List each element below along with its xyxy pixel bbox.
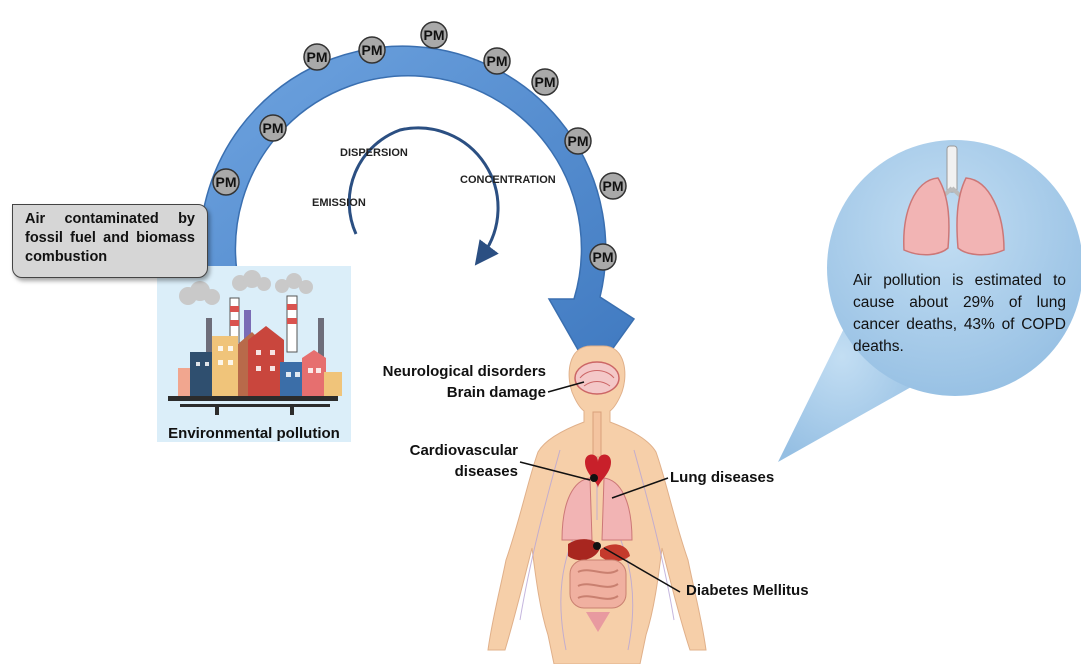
lung-statistic-text: Air pollution is estimated to cause abou…: [853, 272, 1066, 355]
neuro-label-line1: Neurological disorders: [383, 363, 546, 380]
diabetes-label: Diabetes Mellitus: [686, 582, 809, 599]
diabetes-pointer: [603, 547, 681, 593]
pm-particle-icon: PM: [303, 43, 331, 71]
svg-text:PM: PM: [424, 27, 445, 43]
human-body-illustration: [487, 345, 707, 664]
svg-text:PM: PM: [603, 178, 624, 194]
factory-caption: Environmental pollution: [168, 425, 340, 442]
svg-text:PM: PM: [535, 74, 556, 90]
heart-icon: [585, 454, 611, 488]
svg-text:PM: PM: [216, 174, 237, 190]
lung-pointer: [611, 477, 669, 499]
pm-flow-arrow: [198, 45, 636, 378]
dispersion-label: DISPERSION: [340, 147, 408, 159]
emission-label: EMISSION: [312, 197, 366, 209]
pm-particle-icon: PM: [358, 36, 386, 64]
pm-particle-icon: PM: [483, 47, 511, 75]
svg-text:PM: PM: [568, 133, 589, 149]
svg-text:PM: PM: [593, 249, 614, 265]
svg-text:PM: PM: [263, 120, 284, 136]
pm-particle-icon: PM: [420, 21, 448, 49]
smoke-clouds: [179, 270, 313, 305]
body-lungs-icon: [561, 477, 633, 541]
pm-particle-icon: PM: [212, 168, 240, 196]
svg-text:PM: PM: [487, 53, 508, 69]
disease-labels: Neurological disorders Brain damage Card…: [383, 363, 809, 599]
pm-particle-icon: PM: [531, 68, 559, 96]
pm-particle-icon: PM: [589, 243, 617, 271]
cardio-pointer: [519, 461, 591, 481]
svg-text:PM: PM: [362, 42, 383, 58]
pm-particle-icon: PM: [259, 114, 287, 142]
cardio-label-line1: Cardiovascular: [410, 442, 519, 459]
neuro-pointer: [547, 381, 585, 393]
svg-text:PM: PM: [307, 49, 328, 65]
source-callout: Air contaminated by fossil fuel and biom…: [12, 204, 208, 278]
pm-particle-icon: PM: [599, 172, 627, 200]
cardio-label-line2: diseases: [455, 463, 518, 480]
factory-illustration: Environmental pollution: [157, 266, 351, 442]
lung-bubble: [778, 140, 1081, 462]
pollution-cycle: DISPERSION CONCENTRATION EMISSION: [312, 126, 556, 266]
intestines-icon: [569, 559, 627, 609]
pm-particle-icon: PM: [564, 127, 592, 155]
lung-label: Lung diseases: [670, 469, 774, 486]
neuro-label-line2: Brain damage: [447, 384, 546, 401]
concentration-label: CONCENTRATION: [460, 174, 556, 186]
lungs-icon: [903, 145, 1005, 256]
brain-icon: [574, 361, 620, 395]
pm-particles: PM PM PM PM PM PM PM PM PM PM: [212, 21, 627, 271]
